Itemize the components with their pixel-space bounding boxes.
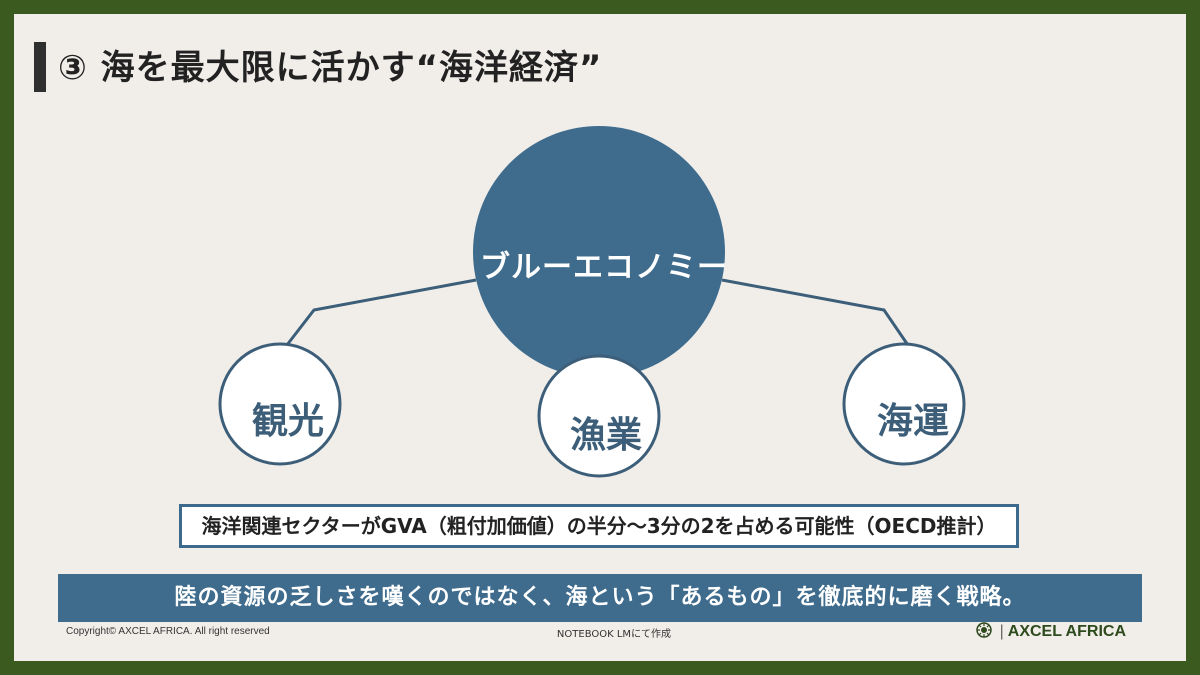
hub-label: ブルーエコノミー	[480, 250, 728, 285]
hub-circle	[473, 126, 725, 378]
leaf-circle-shipping	[842, 342, 966, 466]
title-accent-bar	[34, 42, 46, 92]
slide-title: ③ 海を最大限に活かす“海洋経済”	[58, 48, 603, 88]
key-message-banner: 陸の資源の乏しさを嘆くのではなく、海という「あるもの」を徹底的に磨く戦略。	[58, 574, 1142, 622]
blue-economy-diagram	[218, 126, 966, 478]
leaf-circle-tourism	[218, 342, 342, 466]
connector-tourism	[278, 278, 477, 355]
credit-text: NOTEBOOK LMにて作成	[556, 629, 672, 640]
leaf-circle-fishing	[537, 354, 661, 478]
connector-shipping	[721, 278, 916, 355]
slide-frame: ③ 海を最大限に活かす“海洋経済” ブルーエコノミー 観光 漁業 海運 海洋関連…	[14, 14, 1186, 661]
leaf-label-fishing: 漁業	[569, 415, 642, 456]
brand-separator: |	[999, 623, 1004, 640]
leaf-label-shipping: 海運	[876, 401, 949, 442]
copyright-text: Copyright© AXCEL AFRICA. All right reser…	[66, 626, 270, 637]
stat-callout: 海洋関連セクターがGVA（粗付加価値）の半分～3分の2を占める可能性（OECD推…	[179, 504, 1019, 548]
brand-name: AXCEL AFRICA	[1007, 623, 1126, 640]
leaf-label-tourism: 観光	[251, 401, 324, 442]
brand-logo: |AXCEL AFRICA	[975, 620, 1126, 644]
gear-logo-icon	[975, 622, 992, 638]
